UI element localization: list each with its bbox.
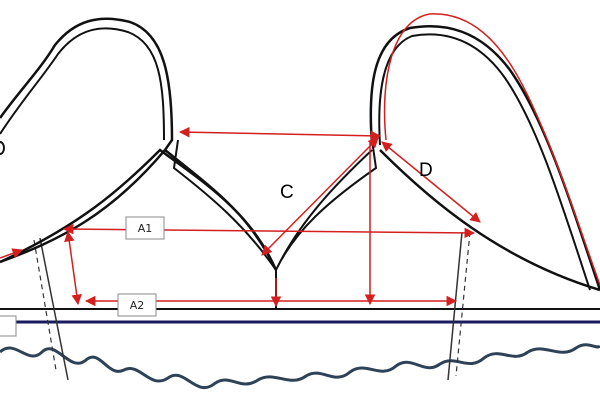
measure-top-span	[178, 126, 382, 142]
right-cup-strap-inner	[378, 33, 591, 291]
left-cup-strap-inner	[0, 27, 165, 141]
red-overlay-strap	[383, 13, 600, 286]
right-side-seam	[447, 231, 463, 381]
left-side-seam-dashed	[33, 239, 57, 371]
label-a2-group: A2	[117, 293, 157, 317]
right-gore-edge	[275, 139, 378, 271]
label-a1: A1	[138, 222, 153, 235]
left-gore-edge	[172, 139, 277, 271]
left-cup-arc	[0, 149, 166, 264]
left-cup-outline	[0, 17, 278, 271]
left-edge-box	[0, 315, 17, 337]
left-side-seam	[39, 237, 69, 381]
right-side-seam-dashed	[455, 231, 471, 377]
wave-line	[0, 343, 600, 390]
label-a2: A2	[130, 299, 145, 312]
label-c: C	[280, 182, 294, 203]
label-a1-group: A1	[125, 216, 165, 240]
right-cup-strap-outer	[369, 25, 600, 291]
left-small-mark	[0, 141, 5, 155]
label-d: D	[419, 160, 433, 181]
measure-a1-vertical	[64, 230, 82, 306]
measure-left-tick	[0, 248, 23, 259]
measure-d	[381, 141, 481, 223]
